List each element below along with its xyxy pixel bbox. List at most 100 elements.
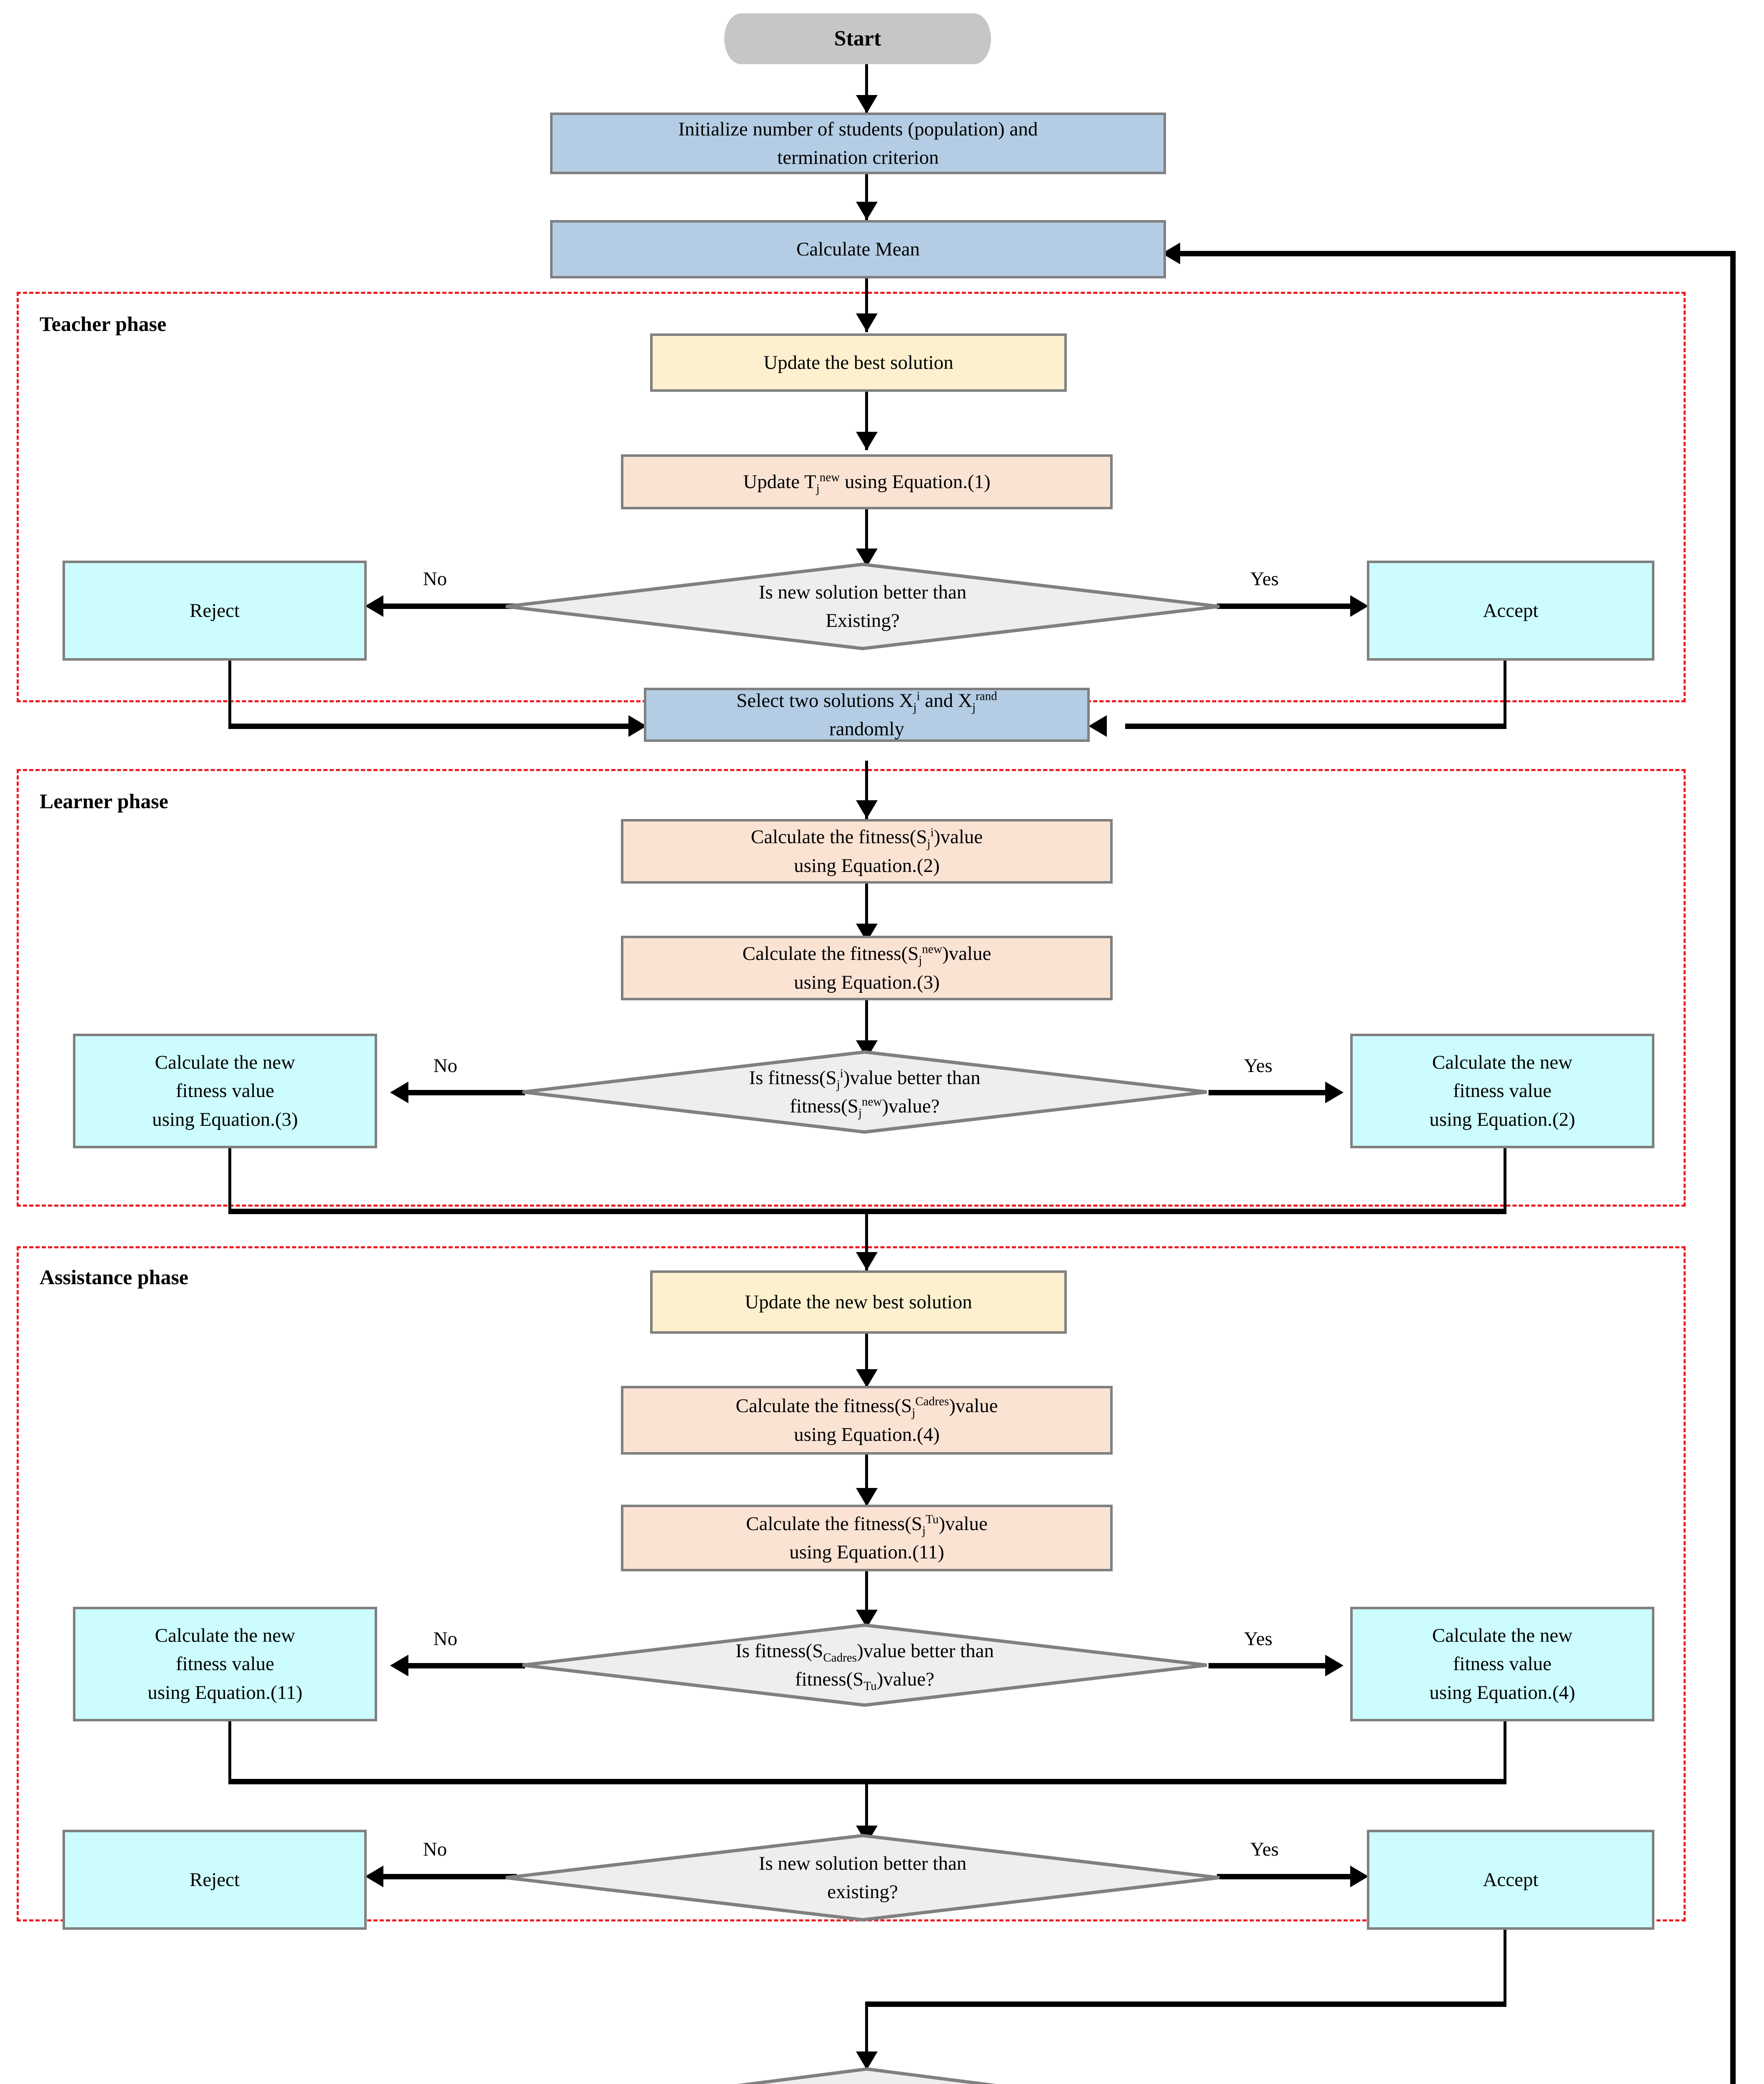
node-start[interactable]: Start xyxy=(724,13,991,64)
edge-accept-left xyxy=(1125,724,1506,729)
select-sup2: rand xyxy=(976,689,997,703)
initialize-line1: Initialize number of students (populatio… xyxy=(678,118,1038,140)
learner-yes-line3: using Equation.(2) xyxy=(1429,1108,1575,1130)
tu-sub: j xyxy=(922,1524,926,1538)
arrowhead-assist2-reject xyxy=(365,1866,383,1887)
assist-no-line1: Calculate the new xyxy=(155,1625,295,1647)
learner-dec2-post: )value? xyxy=(882,1095,940,1117)
arrowhead-fitnessi xyxy=(856,800,878,819)
arrowhead-assist-no-box xyxy=(390,1655,408,1676)
edge-teacher-no xyxy=(383,604,517,609)
assist-yes-line3: using Equation.(4) xyxy=(1429,1681,1575,1703)
fitnessnew-pre: Calculate the fitness(S xyxy=(742,943,919,965)
cadres-sub: j xyxy=(912,1406,916,1420)
select-sub1: j xyxy=(913,701,917,714)
tu-line2: using Equation.(11) xyxy=(789,1541,944,1563)
node-select-two-solutions[interactable]: Select two solutions Xji and Xjrand rand… xyxy=(644,688,1090,742)
cadres-post: )value xyxy=(949,1395,998,1417)
node-teacher-decision[interactable]: Is new solution better than Existing? xyxy=(504,563,1221,650)
learner-dec2-pre: fitness(S xyxy=(790,1095,858,1117)
arrowhead-updatet xyxy=(856,432,878,450)
node-assistance-decision2[interactable]: Is new solution better than existing? xyxy=(504,1834,1221,1921)
edge-feedback-top xyxy=(1180,251,1734,256)
node-assistance-decision[interactable]: Is fitness(SCadres)value better than fit… xyxy=(521,1623,1209,1707)
arrowhead-learner-yes-box xyxy=(1325,1082,1344,1103)
arrowhead-assist-yes-box xyxy=(1325,1655,1344,1676)
edge-feedback-right xyxy=(1730,251,1736,2084)
edge-updatebest-to-updatet xyxy=(865,392,868,450)
edge-assist2-no xyxy=(383,1874,517,1879)
arrowhead-learner-no-box xyxy=(390,1082,408,1103)
node-update-t-new[interactable]: Update Tjnew using Equation.(1) xyxy=(621,454,1113,509)
node-learner-no-box[interactable]: Calculate the new fitness value using Eq… xyxy=(73,1034,377,1148)
edge-learneryes-down xyxy=(1504,1148,1506,1213)
arrowhead-select-left xyxy=(628,715,647,737)
assist-yes-line2: fitness value xyxy=(1453,1653,1552,1675)
fitnessnew-line2: using Equation.(3) xyxy=(794,971,940,993)
arrowhead-teacher-accept xyxy=(1350,595,1369,617)
edge-updatenewbest-to-cadres xyxy=(865,1334,868,1386)
edge-assistno-down xyxy=(228,1721,231,1783)
arrowhead-updatenewbest xyxy=(856,1252,878,1270)
learner-yes-line1: Calculate the new xyxy=(1432,1052,1573,1074)
arrowhead-tu xyxy=(856,1488,878,1506)
node-assistance-yes-box[interactable]: Calculate the new fitness value using Eq… xyxy=(1350,1607,1654,1721)
node-initialize[interactable]: Initialize number of students (populatio… xyxy=(550,113,1166,174)
diamond-shape xyxy=(522,1050,1207,1134)
node-assistance-reject[interactable]: Reject xyxy=(63,1830,367,1930)
arrowhead-select-right xyxy=(1088,715,1107,737)
edge-assist-no xyxy=(408,1663,525,1668)
node-calc-fitness-cadres[interactable]: Calculate the fitness(SjCadres)value usi… xyxy=(621,1386,1113,1455)
arrowhead-updatebest xyxy=(856,313,878,332)
node-learner-yes-box[interactable]: Calculate the new fitness value using Eq… xyxy=(1350,1034,1654,1148)
edge-mean-to-updatebest xyxy=(865,276,868,332)
node-update-best-solution[interactable]: Update the best solution xyxy=(650,333,1067,392)
assist-decision-line1: Is fitness(SCadres)value better than xyxy=(736,1637,994,1665)
node-calc-fitness-snew[interactable]: Calculate the fitness(Sjnew)value using … xyxy=(621,936,1113,1000)
fitnessnew-post: )value xyxy=(942,943,991,965)
edge-reject-right xyxy=(228,724,628,729)
edge-updatet-to-decision xyxy=(865,509,868,563)
learner-dec2-sub: j xyxy=(858,1106,862,1120)
learner-dec2-sup: new xyxy=(861,1095,882,1109)
node-termination-decision[interactable]: Is termination criteria satisfed ? xyxy=(567,2067,1167,2084)
learner-dec-sup: i xyxy=(840,1067,843,1080)
select-line2: randomly xyxy=(829,718,905,740)
assist-no-line3: using Equation.(11) xyxy=(148,1681,303,1703)
learner-decision-line2: fitness(Sjnew)value? xyxy=(749,1092,980,1120)
edge-select-to-fitnessi xyxy=(865,761,868,819)
phase-label-assistance: Assistance phase xyxy=(40,1265,188,1289)
fitnessi-sup: i xyxy=(930,826,934,839)
edge-assistyes-down xyxy=(1504,1721,1506,1783)
fitnessi-post: )value xyxy=(933,826,983,848)
edge-label-learner-yes: Yes xyxy=(1244,1055,1273,1077)
node-calc-fitness-tu[interactable]: Calculate the fitness(SjTu)value using E… xyxy=(621,1505,1113,1571)
edge-reject-down xyxy=(228,659,231,726)
edge-label-teacher-yes: Yes xyxy=(1250,568,1279,590)
cadres-line1: Calculate the fitness(SjCadres)value xyxy=(736,1392,998,1420)
edge-learner-no xyxy=(408,1090,525,1095)
node-teacher-reject[interactable]: Reject xyxy=(63,561,367,661)
node-learner-decision[interactable]: Is fitness(Sji)value better than fitness… xyxy=(521,1050,1209,1134)
node-calc-fitness-si[interactable]: Calculate the fitness(Sji)value using Eq… xyxy=(621,819,1113,884)
node-update-new-best-solution[interactable]: Update the new best solution xyxy=(650,1270,1067,1334)
update-t-sub: j xyxy=(816,482,820,496)
fitnessnew-sup: new xyxy=(922,942,943,956)
edge-fitnessi-to-fitnessnew xyxy=(865,884,868,942)
edge-learnerno-down xyxy=(228,1148,231,1213)
learner-decision-line1: Is fitness(Sji)value better than xyxy=(749,1064,980,1092)
node-assistance-no-box[interactable]: Calculate the new fitness value using Eq… xyxy=(73,1607,377,1721)
node-calculate-mean[interactable]: Calculate Mean xyxy=(550,220,1166,278)
phase-label-teacher: Teacher phase xyxy=(40,312,167,336)
update-t-sup: new xyxy=(819,471,840,484)
node-teacher-accept[interactable]: Accept xyxy=(1367,561,1654,661)
edge-fitnessnew-to-learnerdecision xyxy=(865,1000,868,1059)
tu-pre: Calculate the fitness(S xyxy=(746,1513,922,1535)
arrowhead-assist2-accept xyxy=(1350,1866,1369,1887)
node-assistance-accept[interactable]: Accept xyxy=(1367,1830,1654,1930)
edge-label-teacher-no: No xyxy=(423,568,447,590)
learner-no-line1: Calculate the new xyxy=(155,1052,295,1074)
assist-decision-line2: fitness(STu)value? xyxy=(736,1665,994,1693)
edge-assistaccept-left xyxy=(865,2001,1506,2007)
